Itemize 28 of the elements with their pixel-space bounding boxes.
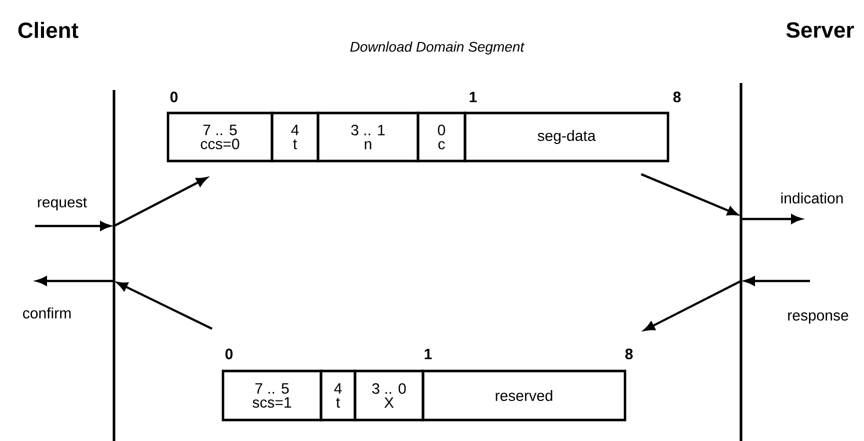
arrow	[114, 177, 208, 227]
frame-field: reserved	[422, 370, 626, 422]
primitive-name: response	[788, 312, 848, 324]
byte-number: 1	[424, 348, 432, 360]
arrow	[36, 276, 114, 286]
arrow	[744, 276, 810, 286]
byte-number: 1	[470, 92, 477, 102]
primitive-name: indication	[781, 192, 843, 204]
arrow	[35, 221, 111, 231]
side-heading: Server	[786, 22, 854, 38]
primitive-name: confirm	[23, 307, 71, 318]
frame-field: 7 .. 5 ccs=0	[166, 112, 274, 162]
frame-field: 3 .. 1 n	[316, 112, 420, 162]
frame-title: Download Domain Segment	[350, 41, 525, 55]
frame-field: 4 t	[270, 112, 320, 162]
frame-field: 7 .. 5 scs=1	[222, 370, 322, 422]
frame-field: 4 t	[320, 370, 356, 422]
arrow	[116, 282, 212, 330]
primitive-name: request	[38, 198, 87, 210]
byte-number: 8	[625, 348, 633, 360]
frame-field: 0 c	[416, 112, 466, 162]
arrow	[640, 173, 738, 216]
byte-number: 8	[673, 92, 681, 102]
arrow	[741, 214, 802, 224]
side-heading: Client	[18, 22, 78, 38]
arrow	[644, 280, 742, 331]
frame-field: 3 .. 0 X	[354, 370, 424, 422]
frame-field: seg-data	[464, 112, 670, 162]
